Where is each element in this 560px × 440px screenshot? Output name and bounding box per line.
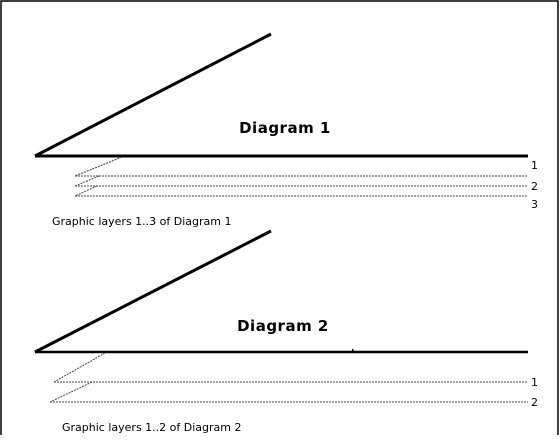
layer-number: 1 (531, 376, 538, 389)
baseline-tick-mark (352, 349, 354, 351)
diagram-1-diagonal-line (34, 32, 272, 158)
diagram-1-layer-1: 1 (74, 156, 538, 177)
diagram-2-caption: Graphic layers 1..2 of Diagram 2 (62, 421, 241, 434)
layer-number: 2 (531, 180, 538, 193)
layer-connector (49, 381, 93, 403)
layer-connector (74, 185, 98, 197)
diagram-2-diagonal-line (34, 229, 272, 354)
diagram-2: Diagram 2 1 2 Graphic layers 1..2 of Dia… (34, 229, 538, 434)
diagram-1-layer-2: 2 (74, 175, 538, 193)
layer-connector (74, 175, 100, 187)
diagram-2-layer-1: 1 (53, 352, 538, 389)
layer-number: 2 (531, 396, 538, 409)
diagram-1-caption: Graphic layers 1..3 of Diagram 1 (52, 215, 231, 228)
diagram-1-layer-3: 3 (74, 185, 538, 211)
diagram-2-layer-2: 2 (49, 381, 538, 409)
diagram-2-title: Diagram 2 (237, 317, 329, 335)
diagram-1: Diagram 1 1 2 3 Graphic layers 1..3 of D… (34, 32, 538, 228)
layer-number: 1 (531, 159, 538, 172)
diagram-1-title: Diagram 1 (239, 119, 331, 137)
layer-number: 3 (531, 198, 538, 211)
layer-connector (53, 352, 106, 383)
layer-connector (74, 156, 123, 177)
